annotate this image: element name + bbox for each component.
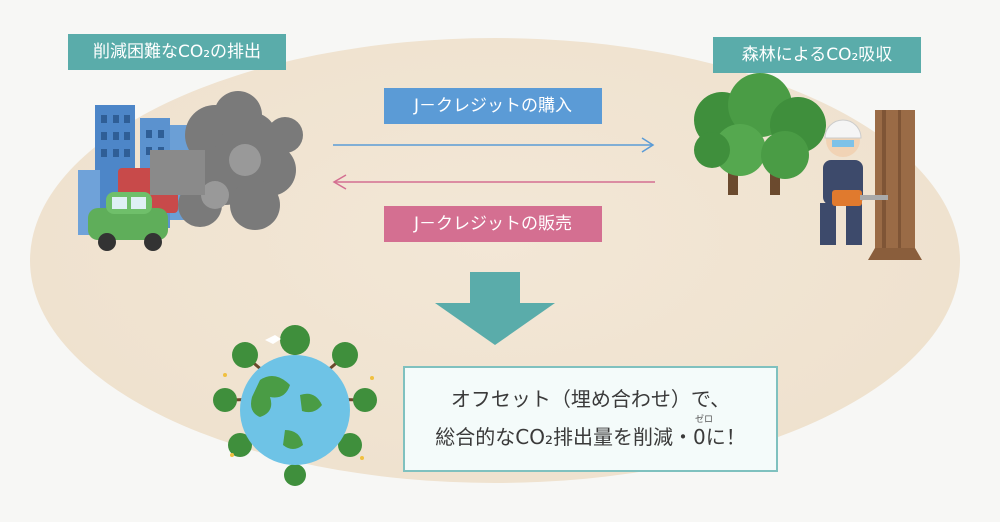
chainsaw: [832, 190, 862, 206]
credit-purchase-label: J－クレジットの購入: [384, 88, 602, 124]
car: [88, 192, 168, 251]
earth-illustration: [213, 325, 377, 486]
right-title-label: 森林によるCO₂吸収: [713, 37, 921, 73]
left-title-label: 削減困難なCO₂の排出: [68, 34, 286, 70]
buy-arrow: [333, 137, 655, 153]
sell-arrow: [332, 174, 655, 190]
result-line-1: オフセット（埋め合わせ）で、: [450, 387, 731, 411]
dove-icon: [265, 335, 281, 344]
zero-ruby: ゼロ: [695, 415, 714, 425]
result-line-2: 総合的なCO₂排出量を削減・0に！: [435, 425, 746, 449]
credit-sale-label: J－クレジットの販売: [384, 206, 602, 242]
sparkle-stars: [223, 373, 374, 460]
forest-illustration: [694, 73, 826, 195]
tree-trunk: [868, 110, 922, 260]
lumberjack-worker: [820, 119, 888, 245]
result-box: オフセット（埋め合わせ）で、 ゼロ 総合的なCO₂排出量を削減・0に！: [403, 366, 778, 472]
down-arrow: [435, 272, 555, 345]
city-emissions-illustration: [78, 91, 303, 251]
